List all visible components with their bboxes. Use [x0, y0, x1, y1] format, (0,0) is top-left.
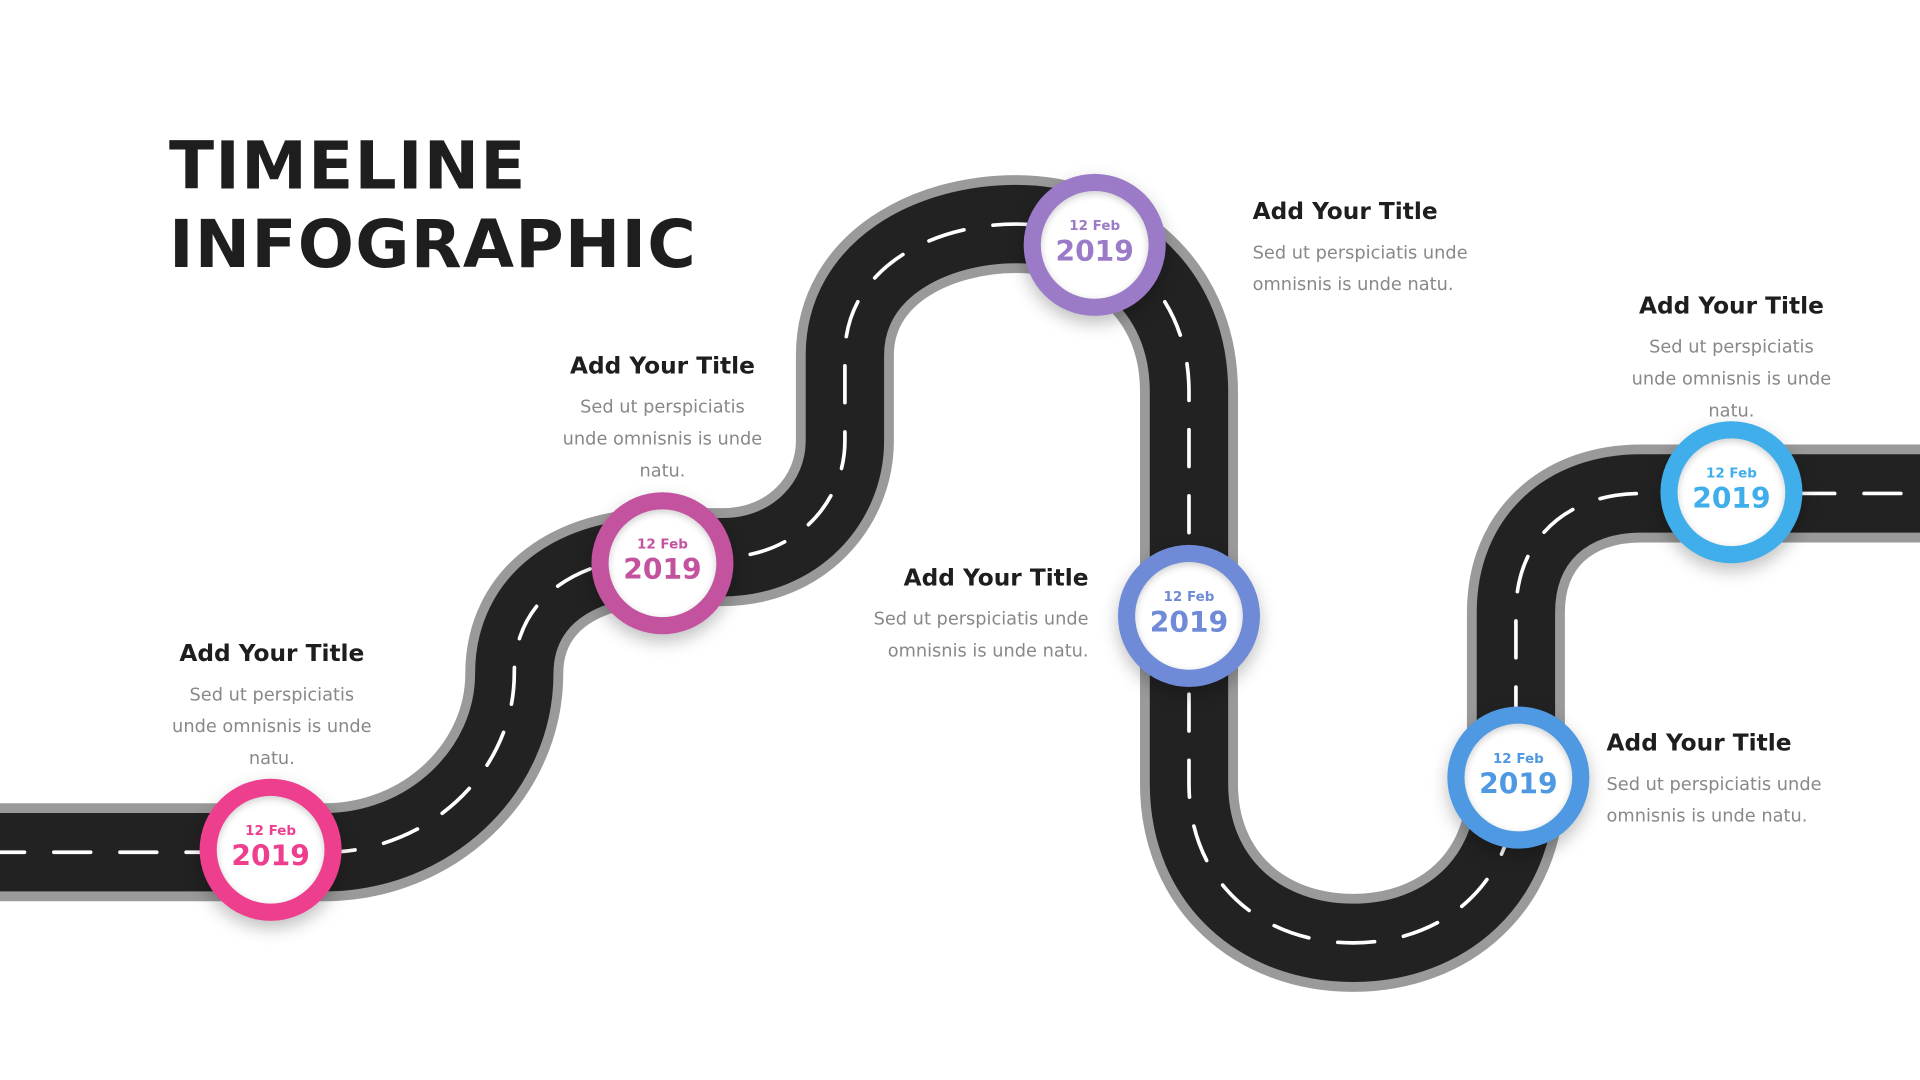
marker-day: 12 Feb	[1492, 750, 1544, 767]
marker-day: 12 Feb	[1069, 217, 1121, 234]
marker-year: 2019	[1055, 236, 1134, 269]
marker-day: 12 Feb	[1705, 465, 1757, 482]
milestone-description: Sed ut perspiciatis unde omnisnis is und…	[1606, 775, 1822, 827]
marker-day: 12 Feb	[1163, 588, 1215, 605]
milestone-title: Add Your Title	[1638, 292, 1824, 320]
marker-year: 2019	[1692, 483, 1771, 516]
marker-year: 2019	[231, 841, 310, 874]
title-line-2: INFOGRAPHIC	[168, 205, 698, 283]
marker-year: 2019	[1479, 768, 1558, 801]
marker-year: 2019	[1149, 607, 1229, 640]
marker-day: 12 Feb	[245, 822, 297, 839]
marker-day: 12 Feb	[637, 536, 688, 553]
milestone-title: Add Your Title	[569, 352, 755, 380]
milestone-description: Sed ut perspiciatis unde omnisnis is und…	[172, 685, 372, 769]
road-center-line	[0, 222, 1920, 945]
milestone-title: Add Your Title	[903, 564, 1089, 592]
milestone-description: Sed ut perspiciatis unde omnisnis is und…	[562, 397, 763, 482]
page-title: TIMELINE INFOGRAPHIC	[169, 127, 697, 284]
marker-year: 2019	[623, 554, 702, 587]
milestone-title: Add Your Title	[179, 640, 365, 668]
title-line-1: TIMELINE	[168, 127, 527, 205]
milestone-marker-4: 12 Feb 2019	[1117, 544, 1261, 687]
milestone-marker-3: 12 Feb 2019	[1023, 173, 1166, 316]
milestone-description: Sed ut perspiciatis unde omnisnis is und…	[873, 609, 1089, 662]
milestone-marker-1: 12 Feb 2019	[199, 778, 342, 921]
milestone-title: Add Your Title	[1252, 198, 1438, 226]
milestone-description: Sed ut perspiciatis unde omnisnis is und…	[1252, 243, 1468, 296]
milestone-title: Add Your Title	[1606, 729, 1792, 757]
milestone-description: Sed ut perspiciatis unde omnisnis is und…	[1631, 337, 1832, 422]
